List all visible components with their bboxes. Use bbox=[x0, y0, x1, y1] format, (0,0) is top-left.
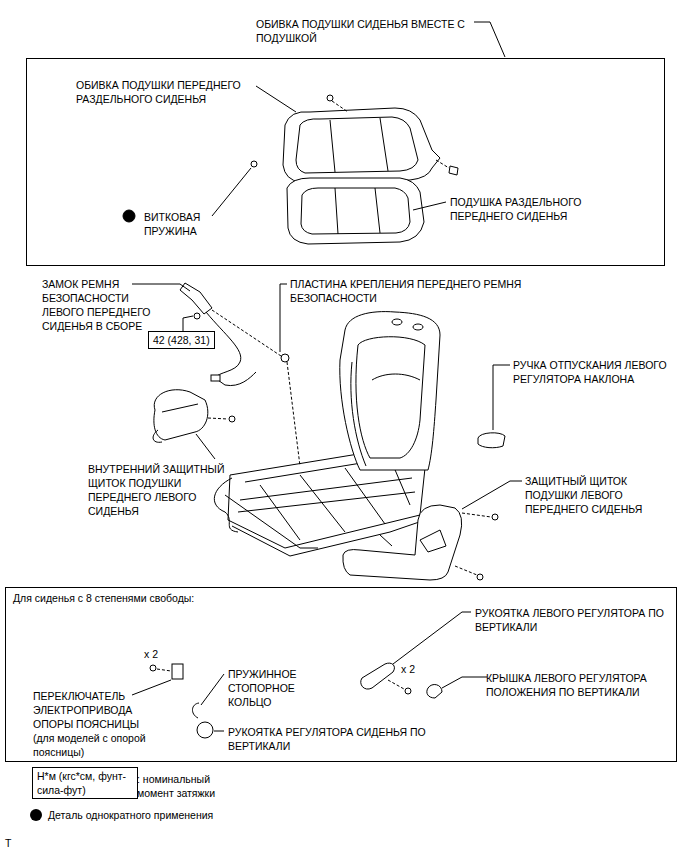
quantity-note: x 2 bbox=[401, 662, 431, 676]
seatback bbox=[340, 312, 440, 470]
clip bbox=[449, 166, 458, 175]
cushion-cover bbox=[283, 108, 440, 182]
clip bbox=[327, 95, 333, 101]
torque-value: 42 (428, 31) bbox=[153, 333, 210, 347]
seatback-seam bbox=[351, 362, 420, 466]
part-name: ПЕРЕКЛЮЧАТЕЛЬ ЭЛЕКТРОПРИВОДА ОПОРЫ ПОЯСН… bbox=[33, 689, 149, 759]
frame-wire bbox=[214, 478, 238, 532]
cover-stitch bbox=[330, 118, 388, 172]
seat-pad bbox=[287, 178, 424, 244]
torque-unit: Н*м (кгс*см, фунт-сила-фут) bbox=[37, 769, 133, 797]
assembly-dash bbox=[287, 362, 300, 466]
part-name: ВНУТРЕННИЙ ЗАЩИТНЫЙ ЩИТОК ПОДУШКИ ПЕРЕДН… bbox=[88, 462, 236, 518]
leader-line bbox=[442, 677, 487, 688]
cover-stitch bbox=[296, 117, 418, 173]
vertical-lever bbox=[361, 663, 395, 689]
group-heading: ОБИВКА ПОДУШКИ СИДЕНЬЯ ВМЕСТЕ С ПОДУШКОЙ bbox=[256, 17, 471, 45]
quantity-note: x 2 bbox=[144, 647, 174, 661]
inner-shield bbox=[154, 390, 208, 440]
option-box: Для сиденья с 8 степенями свободы: x 2 ПЕР… bbox=[5, 587, 677, 762]
assembly-dash bbox=[388, 680, 404, 689]
lumbar-switch bbox=[172, 664, 183, 679]
legend-torque-box: Н*м (кгс*см, фунт-сила-фут) bbox=[32, 767, 138, 799]
headrest-hole bbox=[413, 324, 423, 330]
clip-dash bbox=[436, 160, 449, 168]
seatback-panel bbox=[356, 337, 425, 458]
part-name: ПРУЖИННОЕ СТОПОРНОЕ КОЛЬЦО bbox=[228, 667, 303, 709]
leader-line bbox=[413, 202, 446, 210]
frame-rail bbox=[225, 495, 425, 556]
screw bbox=[405, 688, 411, 694]
pad-groove bbox=[301, 188, 410, 234]
screw bbox=[477, 574, 483, 580]
part-name: ОБИВКА ПОДУШКИ ПЕРЕДНЕГО РАЗДЕЛЬНОГО СИД… bbox=[76, 78, 261, 106]
screw bbox=[492, 514, 498, 520]
part-name: КРЫШКА ЛЕВОГО РЕГУЛЯТОРА ПОЛОЖЕНИЯ ПО ВЕ… bbox=[486, 671, 676, 699]
part-name: РУКОЯТКА РЕГУЛЯТОРА СИДЕНЬЯ ПО ВЕРТИКАЛИ bbox=[228, 725, 443, 753]
leader-line bbox=[474, 22, 505, 57]
assembly-dash bbox=[208, 418, 228, 419]
part-name: РУКОЯТКА ЛЕВОГО РЕГУЛЯТОРА ПО ВЕРТИКАЛИ bbox=[475, 606, 665, 634]
group-heading: Для сиденья с 8 степенями свободы: bbox=[13, 591, 333, 605]
part-name: РУЧКА ОТПУСКАНИЯ ЛЕВОГО РЕГУЛЯТОРА НАКЛО… bbox=[513, 358, 678, 386]
shield-detail bbox=[420, 530, 446, 552]
lever-cap bbox=[427, 685, 442, 698]
shield-detail bbox=[153, 404, 198, 442]
coil-spring bbox=[251, 161, 257, 167]
leader-line bbox=[493, 365, 510, 430]
part-name: ЗАМОК РЕМНЯ БЕЗОПАСНОСТИ ЛЕВОГО ПЕРЕДНЕГ… bbox=[42, 277, 164, 333]
assembly-dash bbox=[157, 669, 171, 671]
torque-box: 42 (428, 31) bbox=[148, 331, 215, 349]
leader-line bbox=[280, 284, 287, 352]
leader-line bbox=[183, 316, 193, 331]
screw bbox=[229, 416, 235, 422]
part-name: ВИТКОВАЯ ПРУЖИНА bbox=[144, 210, 224, 238]
leader-line bbox=[196, 434, 215, 459]
leader-line bbox=[132, 680, 171, 695]
anchor-plate bbox=[281, 354, 289, 362]
leader-line bbox=[201, 674, 224, 705]
outer-shield bbox=[343, 505, 462, 580]
leader-line bbox=[132, 284, 190, 291]
recline-knob bbox=[478, 433, 505, 448]
headrest-hole bbox=[392, 319, 402, 325]
part-name: ЗАЩИТНЫЙ ЩИТОК ПОДУШКИ ЛЕВОГО ПЕРЕДНЕГО … bbox=[525, 474, 653, 516]
pad-groove bbox=[335, 188, 380, 234]
single-use-mark bbox=[123, 210, 135, 222]
snap-ring bbox=[192, 703, 199, 718]
screw bbox=[150, 665, 156, 671]
legend-swatch bbox=[30, 809, 42, 821]
assembly-dash bbox=[212, 310, 281, 356]
leader-line bbox=[256, 86, 296, 112]
legend-text: : номинальный момент затяжки bbox=[137, 772, 247, 800]
leader-line bbox=[212, 168, 251, 216]
legend-text: Деталь однократного применения bbox=[48, 808, 248, 822]
assembly-dash bbox=[462, 513, 491, 517]
vertical-knob bbox=[197, 722, 213, 738]
leader-line bbox=[393, 612, 471, 664]
bolt bbox=[194, 313, 200, 319]
assembly-dash bbox=[455, 566, 477, 575]
cable-connector bbox=[211, 375, 220, 381]
clip-dash bbox=[332, 101, 348, 112]
leader-line bbox=[462, 481, 522, 509]
leader-line bbox=[214, 731, 224, 732]
part-name: ПЛАСТИНА КРЕПЛЕНИЯ ПЕРЕДНЕГО РЕМНЯ БЕЗОП… bbox=[290, 277, 525, 305]
page-mark: T bbox=[5, 836, 25, 850]
part-name: ПОДУШКА РАЗДЕЛЬНОГО ПЕРЕДНЕГО СИДЕНЬЯ bbox=[450, 195, 615, 223]
outlined-group-box: ОБИВКА ПОДУШКИ СИДЕНЬЯ ВМЕСТЕ С ПОДУШКОЙ… bbox=[26, 58, 665, 266]
